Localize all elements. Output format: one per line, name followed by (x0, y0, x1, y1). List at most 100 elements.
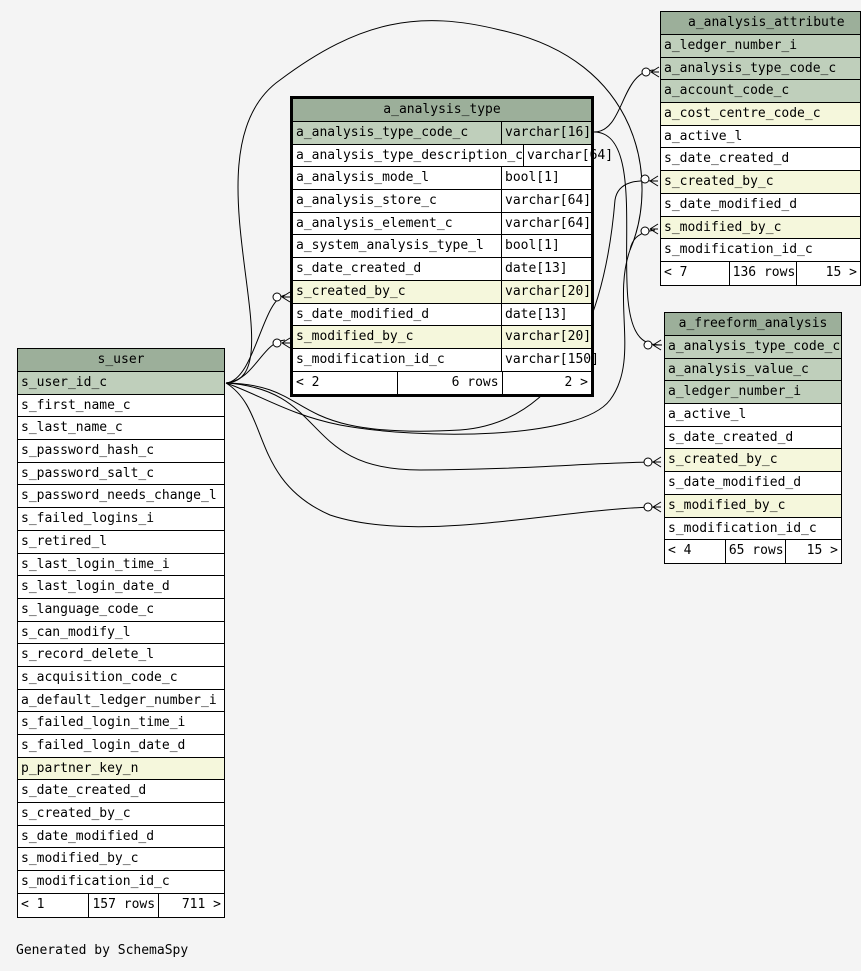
column-row[interactable]: s_failed_login_time_i (18, 712, 224, 735)
column-row[interactable]: a_ledger_number_i (665, 381, 841, 405)
children-link[interactable]: 711 > (158, 893, 224, 917)
column-row[interactable]: s_modification_id_c (665, 518, 841, 541)
column-row[interactable]: s_created_by_c (665, 449, 841, 473)
column-row[interactable]: a_active_l (665, 404, 841, 427)
children-link[interactable]: 15 > (784, 540, 841, 563)
column-row[interactable]: s_modified_by_c varchar[20] (293, 326, 591, 349)
column-type: varchar[20] (501, 326, 591, 348)
column-row[interactable]: s_record_delete_l (18, 644, 224, 667)
column-row[interactable]: a_default_ledger_number_i (18, 690, 224, 713)
column-name: s_modified_by_c (296, 329, 414, 345)
column-row[interactable]: s_first_name_c (18, 395, 224, 418)
parents-link[interactable]: < 2 (296, 374, 320, 390)
column-row[interactable]: s_retired_l (18, 531, 224, 554)
edge-user-to-freeform-created (225, 382, 659, 471)
column-row[interactable]: a_active_l (661, 126, 860, 149)
children-link[interactable]: 2 > (501, 371, 591, 395)
column-row[interactable]: a_analysis_value_c (665, 358, 841, 382)
column-row[interactable]: a_ledger_number_i (661, 35, 860, 58)
parents-link[interactable]: < 4 (668, 543, 692, 559)
column-row[interactable]: s_modification_id_c (661, 239, 860, 262)
column-name: a_analysis_type_code_c (664, 60, 837, 76)
column-name: s_record_delete_l (21, 647, 155, 663)
column-row[interactable]: a_analysis_type_code_c (665, 336, 841, 359)
column-type: varchar[16] (501, 122, 591, 144)
column-name: s_modification_id_c (664, 242, 813, 258)
row-count: 157 rows (88, 893, 158, 917)
column-row[interactable]: s_password_salt_c (18, 463, 224, 486)
column-row[interactable]: s_date_created_d (665, 427, 841, 450)
column-name: s_modification_id_c (668, 520, 817, 536)
column-row[interactable]: s_date_modified_d (665, 472, 841, 495)
column-row[interactable]: s_acquisition_code_c (18, 667, 224, 690)
column-type: bool[1] (501, 167, 591, 190)
column-row[interactable]: s_modification_id_c (18, 871, 224, 894)
column-row[interactable]: s_date_created_d (661, 148, 860, 172)
column-row[interactable]: s_password_needs_change_l (18, 485, 224, 509)
column-row[interactable]: s_modified_by_c (18, 848, 224, 872)
column-row[interactable]: s_failed_logins_i (18, 508, 224, 531)
column-type: date[13] (501, 303, 591, 326)
column-type: varchar[64] (501, 212, 591, 235)
edge-type-to-attribute (593, 69, 656, 133)
column-row[interactable]: a_account_code_c (661, 80, 860, 104)
column-row[interactable]: s_modified_by_c (661, 216, 860, 240)
column-name: s_password_hash_c (21, 443, 155, 459)
column-row[interactable]: s_password_hash_c (18, 440, 224, 463)
column-row[interactable]: s_can_modify_l (18, 622, 224, 645)
column-name: s_acquisition_code_c (21, 669, 178, 685)
parents-link[interactable]: < 7 (664, 264, 688, 280)
column-name: s_date_modified_d (664, 196, 798, 212)
column-type: varchar[20] (501, 280, 591, 303)
column-name: s_can_modify_l (21, 624, 131, 640)
column-row[interactable]: s_created_by_c (18, 803, 224, 826)
column-name: a_analysis_type_description_c (296, 147, 523, 163)
table-a-freeform-analysis[interactable]: a_freeform_analysis a_analysis_type_code… (664, 312, 842, 564)
column-name: s_created_by_c (668, 452, 778, 468)
column-row[interactable]: a_cost_centre_code_c (661, 103, 860, 126)
column-row[interactable]: s_failed_login_date_d (18, 735, 224, 758)
column-name: s_modified_by_c (664, 219, 782, 235)
column-name: a_ledger_number_i (664, 38, 798, 53)
column-row[interactable]: s_user_id_c (18, 372, 224, 395)
column-name: s_last_login_date_d (21, 579, 170, 595)
column-row[interactable]: s_created_by_c (661, 171, 860, 194)
table-title: a_freeform_analysis (665, 313, 841, 336)
column-name: s_failed_login_date_d (21, 738, 186, 753)
column-row[interactable]: s_modified_by_c (665, 494, 841, 518)
column-row[interactable]: s_date_modified_d (18, 826, 224, 849)
column-row[interactable]: s_date_modified_d (661, 194, 860, 217)
column-row[interactable]: p_partner_key_n (18, 757, 224, 781)
column-row[interactable]: a_analysis_type_code_c (661, 57, 860, 81)
table-title: a_analysis_type (293, 99, 591, 122)
column-row[interactable]: s_last_name_c (18, 417, 224, 441)
column-name: a_account_code_c (664, 83, 790, 99)
column-name: a_system_analysis_type_l (296, 238, 484, 254)
column-row[interactable]: s_language_code_c (18, 599, 224, 622)
column-row[interactable]: s_date_created_d (18, 780, 224, 804)
parents-link[interactable]: < 1 (21, 896, 45, 912)
column-row[interactable]: s_last_login_time_i (18, 554, 224, 577)
children-link[interactable]: 15 > (796, 261, 860, 285)
column-row[interactable]: s_last_login_date_d (18, 576, 224, 599)
column-name: a_analysis_store_c (296, 193, 437, 209)
